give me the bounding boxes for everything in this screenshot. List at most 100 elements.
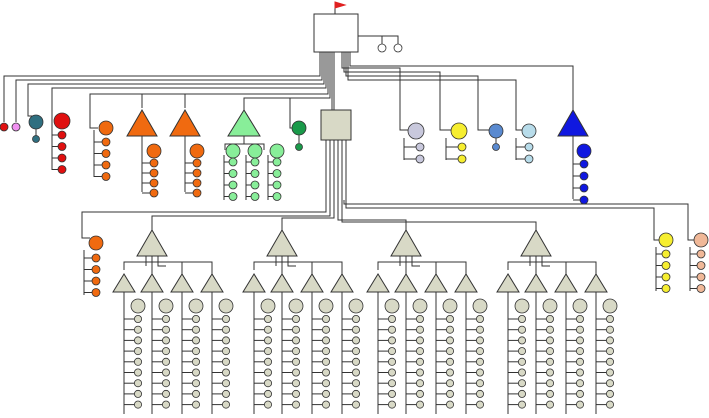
bullet-node-green[interactable] [272, 192, 282, 201]
team-member-node[interactable] [518, 379, 527, 388]
team-member-node[interactable] [445, 379, 454, 388]
team-member-node[interactable] [445, 325, 454, 334]
manager-node-yellow[interactable] [450, 122, 468, 140]
team-member-node[interactable] [518, 389, 527, 398]
team-member-node[interactable] [475, 357, 484, 366]
manager-node-green[interactable] [247, 143, 263, 159]
team-triangle[interactable] [496, 273, 520, 293]
bullet-node-orange[interactable] [192, 158, 202, 168]
team-member-node[interactable] [291, 325, 300, 334]
team-triangle[interactable] [270, 273, 294, 293]
team-member-node[interactable] [576, 379, 585, 388]
team-member-node[interactable] [221, 347, 230, 356]
bullet-node-yellow[interactable] [457, 142, 467, 152]
team-member-node[interactable] [321, 379, 330, 388]
bullet-node-red[interactable] [57, 130, 67, 140]
team-member-node[interactable] [518, 314, 527, 323]
team-member-node[interactable] [291, 336, 300, 345]
team-member-node[interactable] [606, 400, 615, 409]
team-member-node[interactable] [291, 357, 300, 366]
team-member-node[interactable] [475, 389, 484, 398]
team-member-node[interactable] [387, 368, 396, 377]
bullet-node-blue[interactable] [579, 183, 589, 193]
bullet-node-steel-blue[interactable] [492, 143, 500, 151]
team-triangle[interactable] [112, 273, 136, 293]
team-triangle[interactable] [300, 273, 324, 293]
bullet-node-orange[interactable] [192, 168, 202, 178]
team-member-node[interactable] [475, 347, 484, 356]
manager-node-teal[interactable] [28, 114, 44, 130]
team-member-node[interactable] [321, 325, 330, 334]
team-member-node[interactable] [161, 389, 170, 398]
bullet-node-orange[interactable] [149, 188, 159, 198]
team-member-node[interactable] [518, 368, 527, 377]
team-member-node[interactable] [161, 325, 170, 334]
team-member-node[interactable] [606, 336, 615, 345]
team-lead-node[interactable] [412, 298, 428, 314]
bullet-node-green[interactable] [250, 169, 260, 178]
team-member-node[interactable] [387, 379, 396, 388]
bullet-node-blue[interactable] [579, 195, 589, 205]
team-member-node[interactable] [161, 357, 170, 366]
bullet-node-orange[interactable] [91, 265, 101, 274]
team-member-node[interactable] [133, 336, 142, 345]
team-triangle[interactable] [242, 273, 266, 293]
team-triangle[interactable] [394, 273, 418, 293]
manager-node-peach[interactable] [693, 232, 709, 248]
team-member-node[interactable] [546, 368, 555, 377]
bullet-node-orange[interactable] [91, 288, 101, 297]
team-member-node[interactable] [606, 325, 615, 334]
team-member-node[interactable] [351, 357, 360, 366]
manager-node-steel-blue[interactable] [488, 123, 504, 139]
team-member-node[interactable] [133, 347, 142, 356]
team-member-node[interactable] [415, 357, 424, 366]
bullet-node-yellow[interactable] [661, 249, 671, 259]
team-member-node[interactable] [291, 347, 300, 356]
team-member-node[interactable] [475, 379, 484, 388]
team-triangle[interactable] [170, 273, 194, 293]
sub-department-triangle[interactable] [520, 228, 552, 257]
bullet-node-green[interactable] [250, 180, 260, 190]
team-member-node[interactable] [445, 314, 454, 323]
team-lead-node[interactable] [572, 298, 588, 314]
team-member-node[interactable] [263, 379, 272, 388]
team-member-node[interactable] [351, 314, 360, 323]
team-member-node[interactable] [221, 357, 230, 366]
team-triangle[interactable] [330, 273, 354, 293]
team-lead-node[interactable] [260, 298, 276, 314]
bullet-node-orange[interactable] [101, 137, 111, 147]
manager-node-light-cyan[interactable] [521, 123, 537, 139]
bullet-node-blue[interactable] [579, 171, 589, 181]
team-lead-node[interactable] [602, 298, 618, 314]
sub-department-triangle[interactable] [136, 228, 168, 257]
team-lead-node[interactable] [130, 298, 146, 314]
team-triangle[interactable] [140, 273, 164, 293]
bullet-node-orange[interactable] [149, 178, 159, 188]
bullet-node-yellow[interactable] [661, 261, 671, 270]
team-member-node[interactable] [191, 347, 200, 356]
team-lead-node[interactable] [288, 298, 304, 314]
bullet-node-orange[interactable] [192, 178, 202, 188]
team-member-node[interactable] [191, 389, 200, 398]
team-member-node[interactable] [475, 368, 484, 377]
bullet-node-teal[interactable] [32, 135, 40, 143]
team-member-node[interactable] [321, 368, 330, 377]
team-member-node[interactable] [387, 389, 396, 398]
team-member-node[interactable] [221, 389, 230, 398]
team-member-node[interactable] [475, 336, 484, 345]
team-member-node[interactable] [221, 368, 230, 377]
manager-node-green-dark[interactable] [291, 120, 307, 136]
bullet-node-orange[interactable] [91, 253, 101, 263]
team-member-node[interactable] [546, 357, 555, 366]
sub-department-triangle[interactable] [266, 228, 298, 257]
triangle-node-orange[interactable] [126, 108, 158, 137]
bullet-node-light-cyan[interactable] [524, 142, 534, 152]
manager-node-blue[interactable] [576, 143, 592, 159]
team-member-node[interactable] [191, 314, 200, 323]
team-member-node[interactable] [576, 389, 585, 398]
bullet-node-green[interactable] [272, 157, 282, 167]
team-member-node[interactable] [606, 368, 615, 377]
triangle-node-green[interactable] [227, 109, 261, 137]
team-member-node[interactable] [518, 400, 527, 409]
team-lead-node[interactable] [472, 298, 488, 314]
